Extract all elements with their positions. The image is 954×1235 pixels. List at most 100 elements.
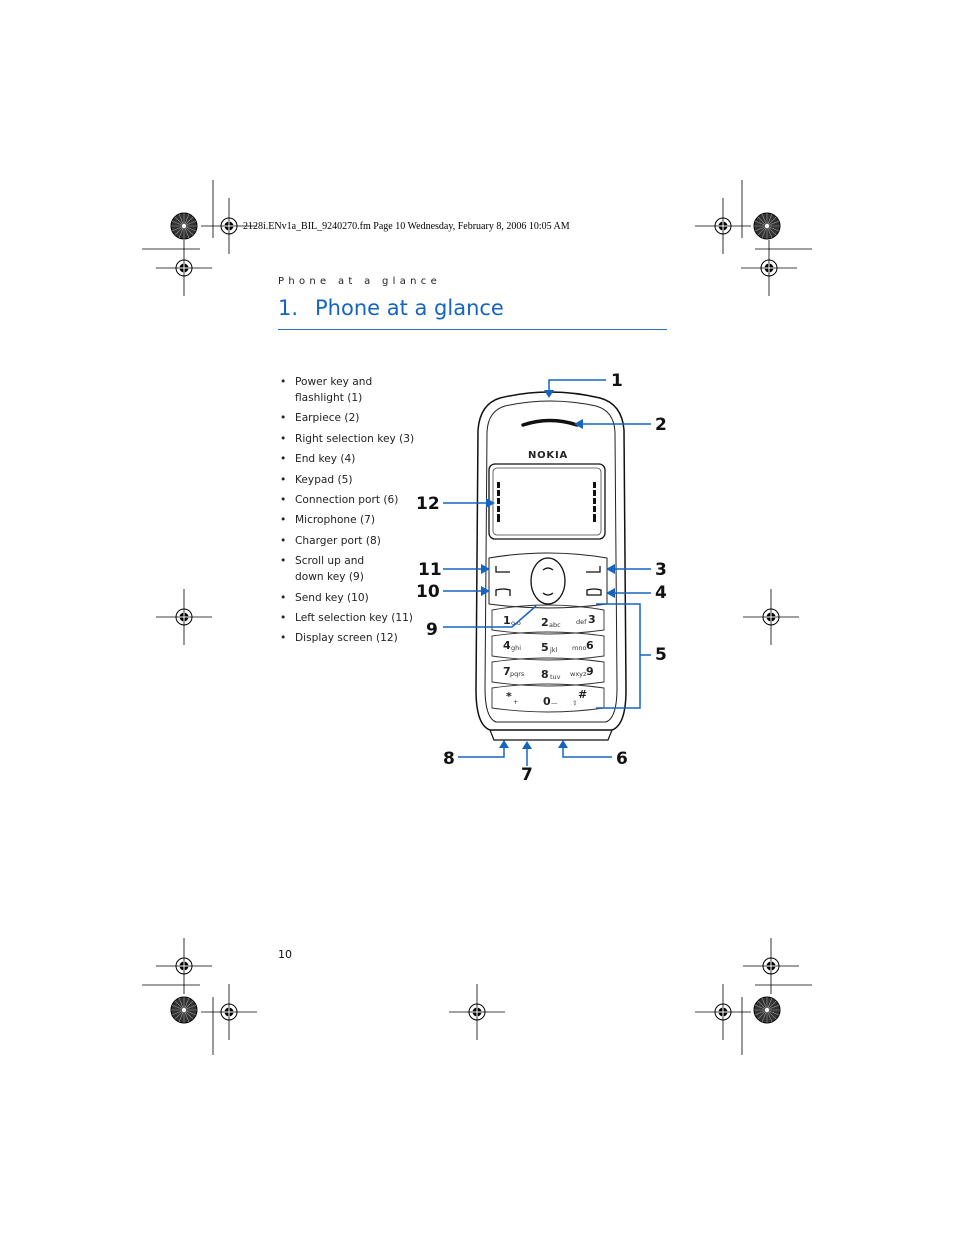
- callout-number: 2: [655, 415, 667, 435]
- callout-number: 5: [655, 645, 667, 665]
- callout-number: 1: [611, 371, 623, 391]
- key-digit: 4: [503, 639, 511, 652]
- key-letters: def: [576, 618, 587, 626]
- list-item-text: Microphone (7): [295, 514, 376, 527]
- list-item-text: down key (9): [295, 571, 364, 584]
- key-letters: wxyz: [570, 670, 587, 678]
- list-item: End key (4): [280, 451, 430, 467]
- callout-number: 4: [655, 583, 667, 603]
- key-letters: mno: [572, 644, 586, 652]
- battery-bars-icon: [593, 482, 596, 522]
- callout-line-1: [548, 379, 606, 392]
- key-digit: 9: [586, 665, 594, 678]
- earpiece-icon: [521, 418, 579, 427]
- callout-line-5: [596, 603, 651, 709]
- list-item: Display screen (12): [280, 630, 430, 646]
- list-item: Send key (10): [280, 590, 430, 606]
- signal-bars-icon: [497, 482, 500, 522]
- file-header: 2128i.ENv1a_BIL_9240270.fm Page 10 Wedne…: [243, 221, 570, 232]
- chapter-title-text: Phone at a glance: [315, 296, 504, 320]
- callout-arrow-icon: [499, 740, 509, 748]
- list-item: Power key and flashlight (1): [280, 374, 430, 406]
- list-item-text: Keypad (5): [295, 473, 353, 486]
- key-digit: #: [578, 688, 587, 701]
- keypad-labels: 1 o.o 2 abc def 3 4 ghi 5 jkl mno 6 7 pq…: [503, 613, 596, 708]
- callout-arrow-icon: [606, 564, 615, 574]
- callout-line-8: [458, 746, 505, 758]
- callout-number: 10: [416, 582, 440, 602]
- callout-number: 3: [655, 560, 667, 580]
- list-item-text: flashlight (1): [295, 392, 363, 404]
- key-letters: abc: [549, 621, 561, 629]
- list-item-text: Right selection key (3): [295, 432, 415, 445]
- display-screen-inner: [492, 467, 602, 536]
- key-letters: ghi: [511, 644, 521, 652]
- key-letters: —: [551, 699, 558, 707]
- key-digit: 8: [541, 668, 549, 681]
- list-item-text: Display screen (12): [295, 632, 398, 645]
- callout-arrow-icon: [486, 498, 495, 508]
- callout-number: 7: [521, 765, 533, 785]
- callout-arrow-icon: [574, 419, 583, 429]
- key-digit: *: [506, 690, 512, 703]
- list-item: Microphone (7): [280, 512, 430, 528]
- key-digit: 5: [541, 641, 549, 654]
- phone-inner-outline: [484, 400, 618, 723]
- key-letters: +: [513, 698, 518, 706]
- key-letters: pqrs: [510, 670, 525, 678]
- list-item: Earpiece (2): [280, 410, 430, 426]
- scroll-down-icon: [542, 592, 554, 596]
- running-head: Phone at a glance: [278, 276, 442, 287]
- list-item-text: Earpiece (2): [295, 412, 360, 425]
- callout-line-6: [562, 746, 612, 758]
- list-item: Right selection key (3): [280, 431, 430, 447]
- list-item-text: Connection port (6): [295, 493, 399, 506]
- callout-number: 6: [616, 749, 628, 769]
- callout-arrow-icon: [481, 586, 490, 596]
- callout-number: 11: [418, 560, 442, 580]
- callout-line-9: [443, 605, 537, 628]
- chapter-number: 1.: [278, 296, 299, 320]
- key-digit: 2: [541, 616, 549, 629]
- list-item-text: Scroll up and: [295, 555, 365, 568]
- list-item-text: Send key (10): [295, 591, 369, 604]
- callout-number: 8: [443, 749, 455, 769]
- callout-number: 9: [426, 620, 438, 640]
- list-item-text: Left selection key (11): [295, 611, 413, 624]
- right-selection-key-icon: [586, 566, 601, 573]
- list-item: Connection port (6): [280, 492, 430, 508]
- list-item-text: End key (4): [295, 453, 356, 466]
- key-letters: ⇧: [572, 699, 577, 707]
- key-letters: jkl: [549, 646, 558, 654]
- key-digit: 1: [503, 614, 511, 627]
- chapter-title: 1. Phone at a glance: [278, 296, 667, 330]
- callout-arrow-icon: [544, 390, 554, 398]
- list-item: Left selection key (11): [280, 610, 430, 626]
- callout-arrow-icon: [522, 741, 532, 749]
- scroll-up-icon: [542, 567, 554, 571]
- brand-logo: NOKIA: [528, 450, 568, 461]
- list-item-text: Power key and: [295, 376, 373, 388]
- left-selection-key-icon: [495, 566, 510, 573]
- phone-bottom: [489, 729, 613, 741]
- scroll-key: [530, 557, 566, 605]
- callout-number: 12: [416, 494, 440, 514]
- callout-arrow-icon: [606, 588, 615, 598]
- list-item: Keypad (5): [280, 472, 430, 488]
- list-item: Scroll up and down key (9): [280, 553, 430, 585]
- key-digit: 0: [543, 695, 551, 708]
- key-digit: 7: [503, 665, 511, 678]
- end-key-icon: [586, 588, 602, 596]
- callout-arrow-icon: [481, 564, 490, 574]
- send-key-icon: [495, 588, 511, 596]
- key-letters: tuv: [550, 673, 561, 681]
- parts-list: Power key and flashlight (1) Earpiece (2)…: [280, 374, 430, 651]
- page-number: 10: [278, 948, 292, 961]
- list-item-text: Charger port (8): [295, 534, 381, 547]
- callout-arrow-icon: [558, 740, 568, 748]
- list-item: Charger port (8): [280, 533, 430, 549]
- display-screen: [488, 463, 606, 540]
- key-digit: 3: [588, 613, 596, 626]
